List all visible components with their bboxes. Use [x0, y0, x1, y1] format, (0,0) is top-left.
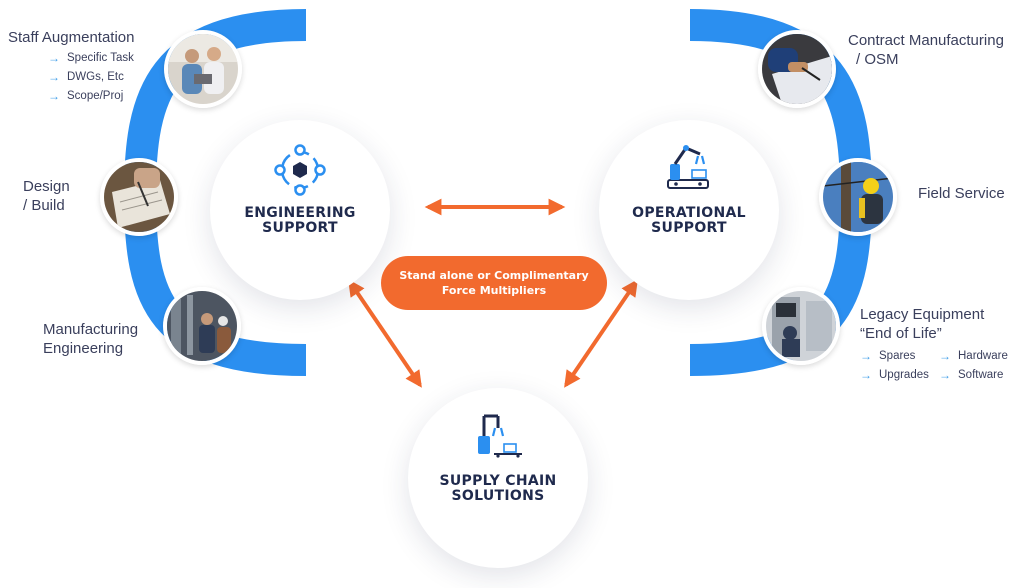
two-engineers-photo	[164, 30, 242, 108]
factory-robot-icon	[478, 414, 522, 458]
manufacturing-engineering-line2: Engineering	[43, 340, 124, 357]
supply-chain-hub: SUPPLY CHAIN SOLUTIONS	[408, 388, 588, 568]
operational-title-line2: SUPPORT	[651, 220, 727, 236]
list-item: → Software	[939, 366, 1008, 385]
contract-manufacturing-label: Contract Manufacturing / OSM	[848, 31, 1004, 69]
pill-line2: Force Multipliers	[441, 284, 547, 297]
list-item-label: Hardware	[958, 350, 1008, 362]
arrow-right-icon: →	[48, 51, 60, 65]
supply-chain-title-line1: SUPPLY CHAIN	[439, 473, 557, 489]
list-item: → Scope/Proj	[48, 87, 134, 106]
staff-augmentation-list: → Specific Task → DWGs, Etc → Scope/Proj	[48, 49, 134, 106]
force-multipliers-pill: Stand alone or Complimentary Force Multi…	[381, 256, 607, 310]
list-item-label: Spares	[879, 350, 916, 362]
design-build-line1: Design	[23, 178, 70, 195]
operational-support-hub: OPERATIONAL SUPPORT	[599, 120, 779, 300]
legacy-equipment-list-col2: → Hardware → Software	[939, 347, 1008, 385]
blueprint-drafting-photo	[100, 158, 178, 236]
engineering-support-hub: ENGINEERING SUPPORT	[210, 120, 390, 300]
field-service-label: Field Service	[918, 184, 1005, 203]
list-item-label: DWGs, Etc	[67, 71, 124, 83]
engineering-title-line1: ENGINEERING	[244, 205, 356, 221]
design-build-label: Design / Build	[23, 177, 70, 215]
legacy-equipment-list-col1: → Spares → Upgrades	[860, 347, 929, 385]
list-item-label: Scope/Proj	[67, 90, 124, 102]
arrow-right-icon: →	[48, 70, 60, 84]
list-item-label: Upgrades	[879, 369, 929, 381]
manufacturing-engineering-label: Manufacturing Engineering	[43, 320, 138, 358]
list-item-label: Software	[958, 369, 1004, 381]
list-item: → Specific Task	[48, 49, 134, 68]
robot-arm-icon	[667, 145, 709, 189]
arrow-right-icon: →	[939, 349, 951, 363]
list-item: → Spares	[860, 347, 929, 366]
factory-workers-photo	[163, 287, 241, 365]
legacy-equipment-line1: Legacy Equipment	[860, 306, 985, 323]
supply-chain-title: SUPPLY CHAIN SOLUTIONS	[408, 474, 588, 504]
legacy-equipment-label: Legacy Equipment “End of Life”	[860, 305, 984, 343]
staff-augmentation-title: Staff Augmentation	[8, 29, 135, 46]
pill-line1: Stand alone or Complimentary	[399, 269, 589, 282]
field-service-title: Field Service	[918, 185, 1005, 202]
control-cabinet-photo	[762, 287, 840, 365]
arrow-right-icon: →	[48, 89, 60, 103]
design-build-line2: / Build	[23, 197, 65, 214]
arrow-engineering-supply	[348, 279, 422, 388]
staff-augmentation-label: Staff Augmentation	[8, 28, 134, 47]
legacy-equipment-line2: “End of Life”	[860, 325, 942, 342]
arrow-right-icon: →	[860, 368, 872, 382]
operational-title-line1: OPERATIONAL	[632, 205, 746, 221]
list-item-label: Specific Task	[67, 52, 134, 64]
arrow-right-icon: →	[939, 368, 951, 382]
list-item: → Upgrades	[860, 366, 929, 385]
manufacturing-engineering-line1: Manufacturing	[43, 321, 139, 338]
list-item: → Hardware	[939, 347, 1008, 366]
arrow-operational-supply	[564, 279, 638, 388]
lineman-photo	[819, 158, 897, 236]
contract-signing-photo	[758, 30, 836, 108]
supply-chain-title-line2: SOLUTIONS	[451, 488, 545, 504]
operational-support-title: OPERATIONAL SUPPORT	[599, 206, 779, 236]
contract-manufacturing-line1: Contract Manufacturing	[848, 32, 1004, 49]
arrow-right-icon: →	[860, 349, 872, 363]
hexagon-network-icon	[274, 144, 326, 196]
list-item: → DWGs, Etc	[48, 68, 134, 87]
contract-manufacturing-line2: / OSM	[856, 51, 899, 68]
engineering-support-title: ENGINEERING SUPPORT	[210, 206, 390, 236]
engineering-title-line2: SUPPORT	[262, 220, 338, 236]
